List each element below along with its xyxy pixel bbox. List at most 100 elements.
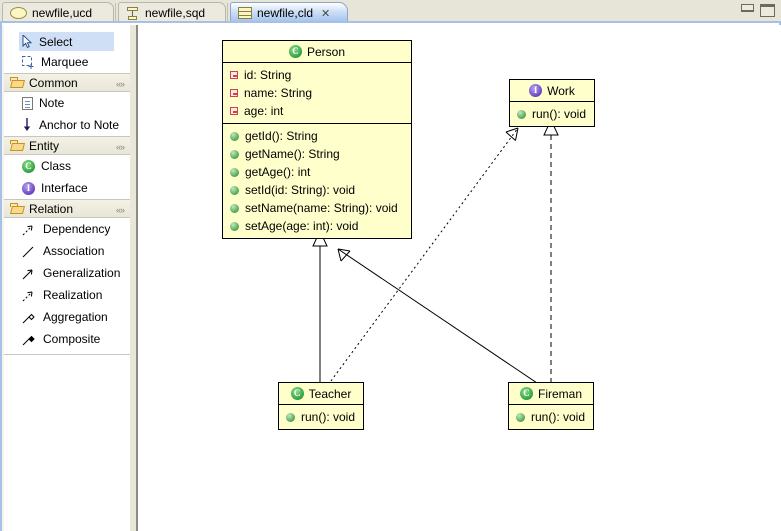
public-visibility-icon [230, 221, 239, 231]
tab-separator [227, 3, 228, 21]
class-name: Teacher [308, 386, 352, 401]
operation-label: run(): void [531, 410, 586, 424]
class-attributes: id: String name: String age: int [223, 63, 411, 124]
operation-row: run(): void [279, 408, 363, 426]
anchor-icon [22, 118, 33, 132]
class-diagram-icon [238, 7, 252, 19]
folder-icon [10, 140, 25, 151]
chevron-collapse-icon[interactable]: «» [115, 205, 125, 215]
palette-item-label: Anchor to Note [39, 118, 120, 132]
palette-item-class[interactable]: C Class [4, 155, 132, 177]
palette-bottom-divider [4, 354, 132, 363]
association-relation-icon [22, 245, 37, 258]
operation-row: getAge(): int [223, 163, 411, 181]
palette-item-dependency[interactable]: Dependency [4, 218, 132, 240]
palette-canvas-divider[interactable] [136, 25, 138, 531]
maximize-button[interactable] [760, 4, 775, 17]
palette-item-aggregation[interactable]: Aggregation [4, 306, 132, 328]
public-visibility-icon [230, 149, 239, 159]
class-box-person[interactable]: C Person id: String name: String age: in… [222, 40, 412, 239]
private-visibility-icon [230, 71, 238, 79]
palette-item-select[interactable]: Select [19, 32, 114, 51]
palette-item-realization[interactable]: Realization [4, 284, 132, 306]
operation-label: run(): void [532, 107, 587, 121]
tab-separator [115, 3, 116, 21]
private-visibility-icon [230, 107, 238, 115]
minimize-button[interactable] [741, 4, 754, 12]
class-title: C Fireman [509, 383, 593, 405]
chevron-collapse-icon[interactable]: «» [115, 79, 125, 89]
tab-label: newfile,ucd [32, 6, 93, 20]
palette-item-composite[interactable]: Composite [4, 328, 132, 350]
note-icon [22, 96, 33, 110]
relation-fireman-realizes-work [543, 118, 559, 383]
tab-label: newfile,sqd [145, 6, 206, 20]
public-visibility-icon [230, 131, 239, 141]
palette-group-common[interactable]: Common «» [4, 73, 132, 92]
composite-relation-icon [22, 333, 37, 346]
palette-item-label: Realization [43, 288, 103, 302]
relation-teacher-generalizes-person [312, 229, 328, 383]
tab-newfile-ucd[interactable]: newfile,ucd [2, 2, 114, 23]
palette-group-entity[interactable]: Entity «» [4, 136, 132, 155]
interface-icon: I [529, 84, 543, 97]
diagram-canvas[interactable]: C Person id: String name: String age: in… [138, 25, 781, 531]
class-title: C Person [223, 41, 411, 63]
palette-sash[interactable] [2, 25, 4, 531]
tab-newfile-cld[interactable]: newfile,cld ✕ [230, 2, 348, 23]
operation-row: getId(): String [223, 127, 411, 145]
palette-item-label: Aggregation [43, 310, 108, 324]
palette-item-label: Association [43, 244, 105, 258]
operation-row: setId(id: String): void [223, 181, 411, 199]
palette-group-label: Entity [29, 138, 60, 153]
operation-row: run(): void [510, 105, 594, 123]
palette-item-label: Generalization [43, 266, 121, 280]
class-icon: C [290, 387, 304, 400]
folder-icon [10, 203, 25, 214]
folder-icon [10, 77, 25, 88]
palette-item-association[interactable]: Association [4, 240, 132, 262]
class-title: I Work [510, 80, 594, 102]
palette-item-anchor-to-note[interactable]: Anchor to Note [4, 114, 132, 136]
class-name: Fireman [537, 386, 582, 401]
attribute-label: id: String [244, 68, 292, 82]
tab-newfile-sqd[interactable]: newfile,sqd [118, 2, 226, 23]
palette-group-label: Common [29, 75, 78, 90]
operation-label: run(): void [301, 410, 356, 424]
attribute-row: name: String [223, 84, 411, 102]
close-icon[interactable]: ✕ [321, 7, 331, 20]
palette-item-marquee[interactable]: Marquee [4, 51, 132, 73]
operation-label: getName(): String [245, 147, 340, 161]
chevron-collapse-icon[interactable]: «» [115, 142, 125, 152]
class-name: Person [306, 44, 346, 59]
relation-fireman-depends-on-person [337, 248, 541, 386]
interface-icon: I [22, 181, 35, 195]
operation-row: getName(): String [223, 145, 411, 163]
class-box-teacher[interactable]: C Teacher run(): void [278, 382, 364, 430]
public-visibility-icon [230, 185, 239, 195]
class-box-fireman[interactable]: C Fireman run(): void [508, 382, 594, 430]
class-box-work[interactable]: I Work run(): void [509, 79, 595, 127]
marquee-icon [22, 55, 35, 69]
class-operations: run(): void [509, 405, 593, 429]
palette-item-note[interactable]: Note [4, 92, 132, 114]
attribute-label: age: int [244, 104, 284, 118]
cursor-icon [22, 35, 33, 48]
palette-group-relation[interactable]: Relation «» [4, 199, 132, 218]
palette-scrollbar[interactable] [130, 25, 136, 531]
public-visibility-icon [286, 412, 295, 422]
operation-row: run(): void [509, 408, 593, 426]
aggregation-relation-icon [22, 311, 37, 324]
palette-item-label: Composite [43, 332, 101, 346]
class-name: Work [547, 83, 575, 98]
class-icon: C [288, 45, 302, 58]
palette: Select Marquee Common «» [4, 25, 132, 531]
palette-item-label: Dependency [43, 222, 111, 236]
palette-item-interface[interactable]: I Interface [4, 177, 132, 199]
attribute-label: name: String [244, 86, 313, 100]
public-visibility-icon [517, 109, 526, 119]
generalization-relation-icon [22, 267, 37, 280]
editor-frame: Select Marquee Common «» [0, 21, 781, 531]
palette-item-generalization[interactable]: Generalization [4, 262, 132, 284]
class-icon: C [22, 159, 35, 173]
